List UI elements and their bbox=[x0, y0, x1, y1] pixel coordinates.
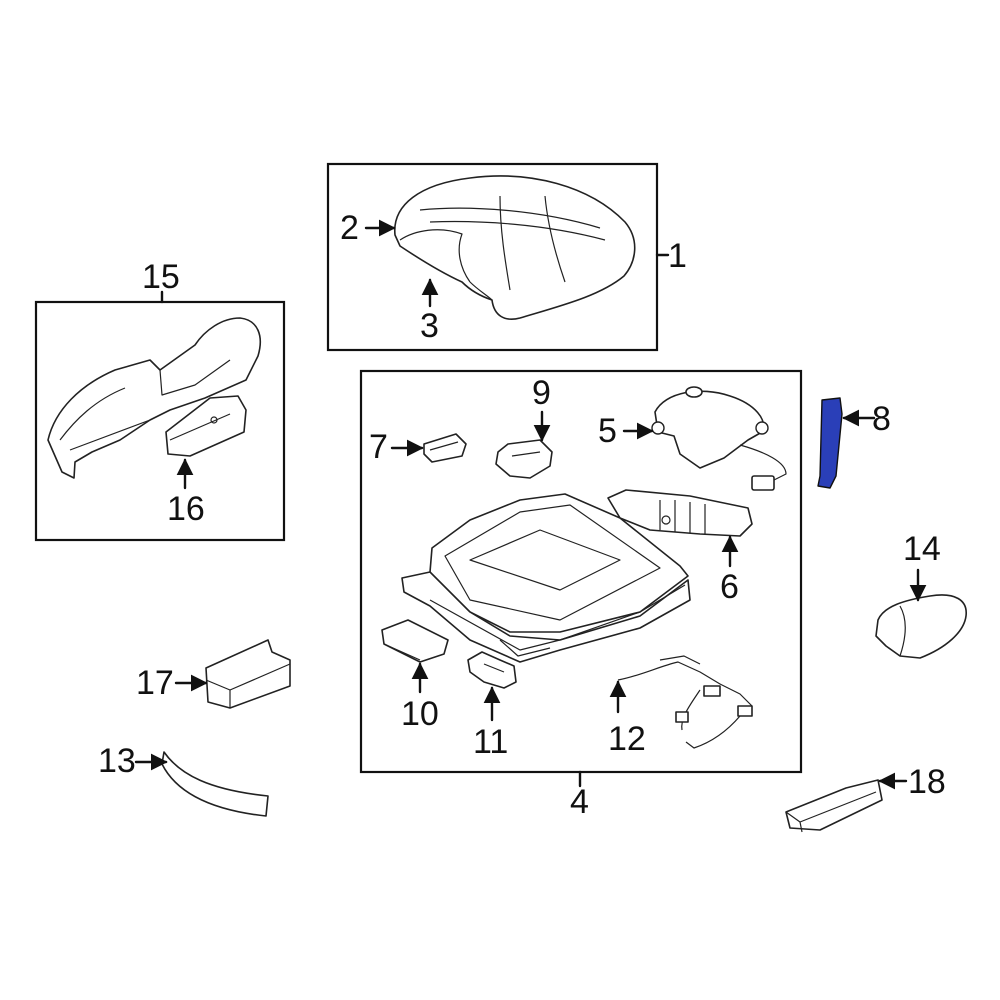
callout-6: 6 bbox=[720, 568, 739, 606]
seat-cushion-part[interactable] bbox=[394, 175, 636, 320]
side-shield-part[interactable] bbox=[47, 317, 262, 479]
cushion-assembly-box bbox=[326, 162, 659, 352]
callout-4: 4 bbox=[570, 783, 589, 821]
connector-part[interactable] bbox=[467, 651, 517, 689]
switch-part[interactable] bbox=[495, 439, 553, 479]
callout-3: 3 bbox=[420, 307, 439, 345]
callout-12: 12 bbox=[608, 720, 646, 758]
cover-part-17[interactable] bbox=[205, 639, 291, 709]
callout-18: 18 bbox=[908, 763, 946, 801]
callout-5: 5 bbox=[598, 412, 617, 450]
seat-frame-part[interactable] bbox=[401, 493, 691, 663]
callout-11: 11 bbox=[473, 723, 508, 761]
motor-part[interactable] bbox=[651, 386, 787, 491]
module-part[interactable] bbox=[381, 619, 449, 663]
lumbar-part[interactable] bbox=[607, 489, 753, 537]
cover-part-18[interactable] bbox=[785, 779, 883, 833]
callout-8: 8 bbox=[872, 400, 891, 438]
callout-1: 1 bbox=[668, 237, 687, 275]
callout-10: 10 bbox=[401, 695, 439, 733]
side-shield-cover-part[interactable] bbox=[165, 395, 247, 457]
wire-harness-part[interactable] bbox=[617, 655, 753, 749]
bracket-part-highlighted[interactable] bbox=[817, 397, 843, 489]
leader-lines bbox=[134, 219, 927, 790]
callout-16: 16 bbox=[167, 490, 205, 528]
callout-15: 15 bbox=[142, 258, 180, 296]
callout-9: 9 bbox=[532, 374, 551, 412]
trim-strip-part[interactable] bbox=[161, 751, 269, 817]
clip-part[interactable] bbox=[423, 433, 467, 463]
callout-13: 13 bbox=[98, 742, 136, 780]
side-shield-box bbox=[34, 300, 286, 542]
trim-cover-part[interactable] bbox=[875, 594, 967, 659]
callout-7: 7 bbox=[369, 428, 388, 466]
callout-2: 2 bbox=[340, 209, 359, 247]
callout-labels: 1 2 3 4 5 6 7 8 9 10 11 12 13 14 15 16 1… bbox=[98, 209, 946, 821]
callout-17: 17 bbox=[136, 664, 174, 702]
callout-14: 14 bbox=[903, 530, 941, 568]
